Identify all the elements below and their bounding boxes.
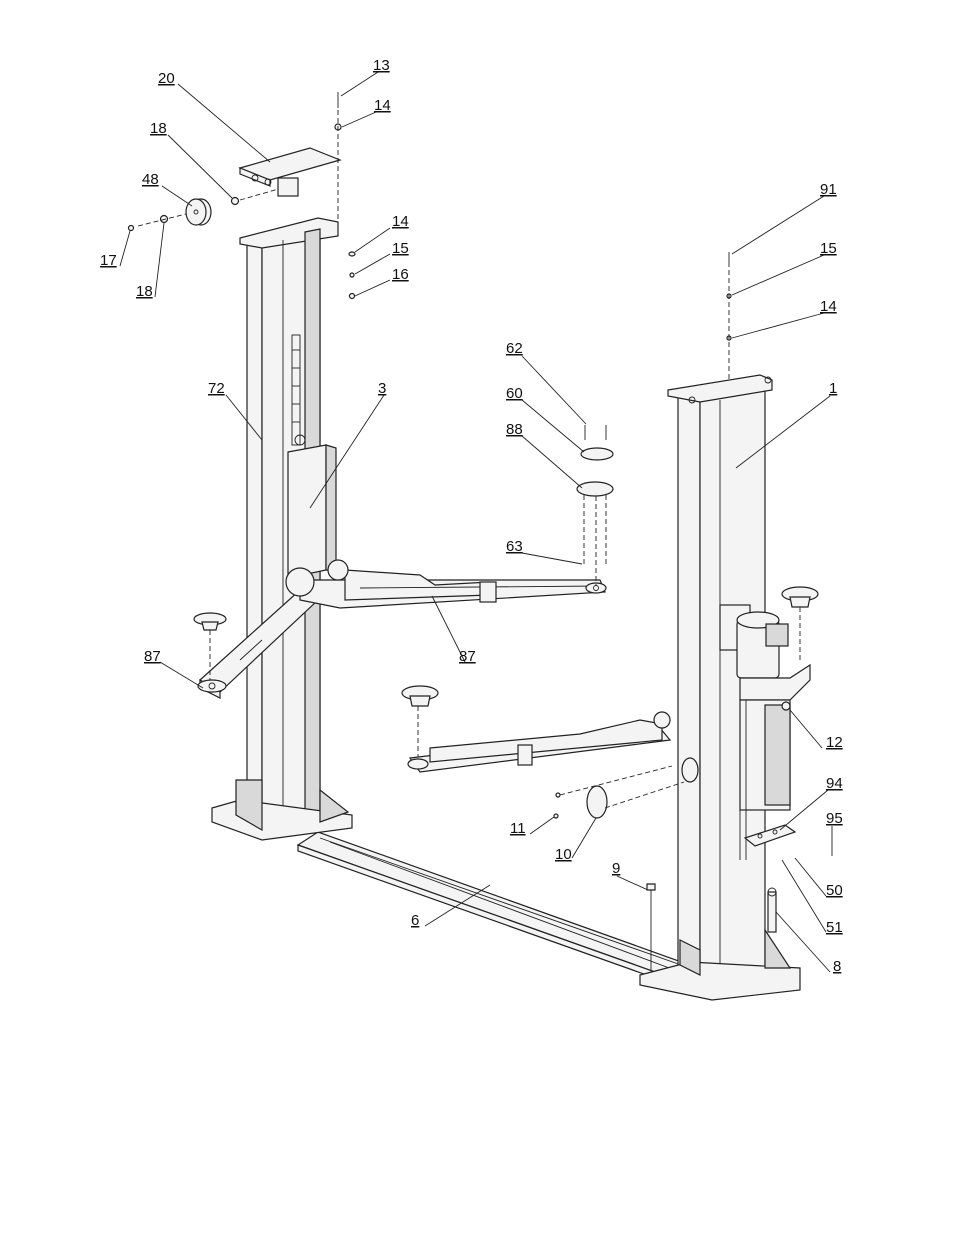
callout-9: 9 bbox=[612, 860, 620, 877]
callout-50: 50 bbox=[826, 882, 843, 899]
callout-8: 8 bbox=[833, 958, 841, 975]
callout-94: 94 bbox=[826, 775, 843, 792]
callout-12: 12 bbox=[826, 734, 843, 751]
callout-3: 3 bbox=[378, 380, 386, 397]
callout-16: 16 bbox=[392, 266, 409, 283]
adapter-pad-right-front bbox=[781, 586, 819, 660]
callout-63: 63 bbox=[506, 538, 523, 555]
floor-plate bbox=[296, 831, 692, 985]
bracket bbox=[743, 824, 797, 847]
power-unit bbox=[719, 604, 811, 860]
callout-18: 18 bbox=[136, 283, 153, 300]
pulley bbox=[127, 187, 283, 232]
callout-48: 48 bbox=[142, 171, 159, 188]
hydraulic-cover bbox=[553, 757, 699, 819]
top-cover-plate bbox=[238, 147, 342, 197]
callout-95: 95 bbox=[826, 810, 843, 827]
callout-87: 87 bbox=[459, 648, 476, 665]
callout-14: 14 bbox=[374, 97, 391, 114]
callout-88: 88 bbox=[506, 421, 523, 438]
callout-87: 87 bbox=[144, 648, 161, 665]
callout-11: 11 bbox=[510, 820, 526, 837]
leader-lines bbox=[119, 71, 833, 973]
callout-20: 20 bbox=[158, 70, 175, 87]
callout-15: 15 bbox=[820, 240, 837, 257]
anchor-bolt bbox=[646, 883, 656, 970]
top-hardware-left bbox=[334, 92, 356, 300]
callout-18: 18 bbox=[150, 120, 167, 137]
callout-13: 13 bbox=[373, 57, 390, 74]
adapter-pad-right-rear bbox=[401, 685, 439, 758]
left-rear-arm bbox=[285, 559, 607, 609]
top-hardware-right bbox=[726, 252, 732, 380]
callout-91: 91 bbox=[820, 181, 837, 198]
right-arm bbox=[407, 711, 672, 773]
callout-72: 72 bbox=[208, 380, 225, 397]
left-column bbox=[211, 217, 353, 841]
callout-51: 51 bbox=[826, 919, 843, 936]
release-handle bbox=[767, 887, 777, 933]
right-column bbox=[639, 374, 801, 1001]
callout-1: 1 bbox=[829, 380, 837, 397]
callout-14: 14 bbox=[392, 213, 409, 230]
arm-lock-hardware bbox=[576, 425, 614, 585]
callout-15: 15 bbox=[392, 240, 409, 257]
callout-10: 10 bbox=[555, 846, 572, 863]
left-carriage bbox=[287, 434, 337, 579]
callout-62: 62 bbox=[506, 340, 523, 357]
callout-17: 17 bbox=[100, 252, 117, 269]
callout-14: 14 bbox=[820, 298, 837, 315]
callout-6: 6 bbox=[411, 912, 419, 929]
callout-labels: 13 14 20 18 48 17 18 14 15 16 72 3 87 87… bbox=[100, 57, 843, 975]
callout-60: 60 bbox=[506, 385, 523, 402]
adapter-pad-left-front bbox=[193, 612, 227, 680]
